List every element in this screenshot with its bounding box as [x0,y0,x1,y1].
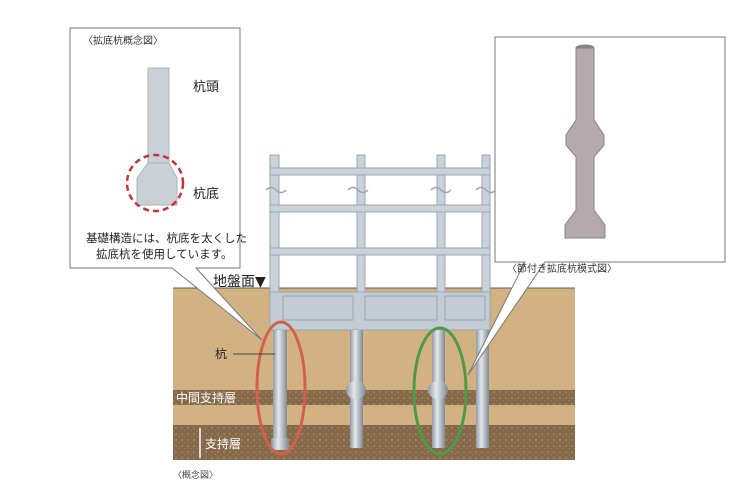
left-panel-title: 〈拡底杭概念図〉 [83,34,163,47]
pile [476,330,489,448]
pile [273,330,287,440]
left-caption-line1: 基礎構造には、杭底を太くした [86,231,247,245]
highlight-red-ellipse [255,320,307,456]
pile-base-label: 杭底 [193,186,219,202]
highlight-green-ellipse [412,326,468,456]
piles [271,330,489,450]
diagram-caption: 〈概念図〉 [173,469,218,481]
pile-base-dashed-circle [125,153,185,213]
bearing-layer-label: 支持層 [205,436,241,451]
ground-surface-label: 地盤面▼ [213,274,266,290]
pile-label: 杭 [215,346,227,361]
right-panel-title: 〈節付き拡底杭模式図〉 [507,262,617,275]
knotted-pile-model [564,44,606,239]
bearing-layer [173,425,575,460]
pile-head-label: 杭頭 [193,80,219,95]
intermediate-layer-label: 中間支持層 [176,390,236,405]
enlarged-pile-shaft [147,67,170,164]
left-caption-line2: 拡底杭を使用しています。 [96,247,233,261]
right-callout-box [467,36,726,376]
enlarged-pile-base [136,162,178,206]
building-frame [269,154,491,331]
